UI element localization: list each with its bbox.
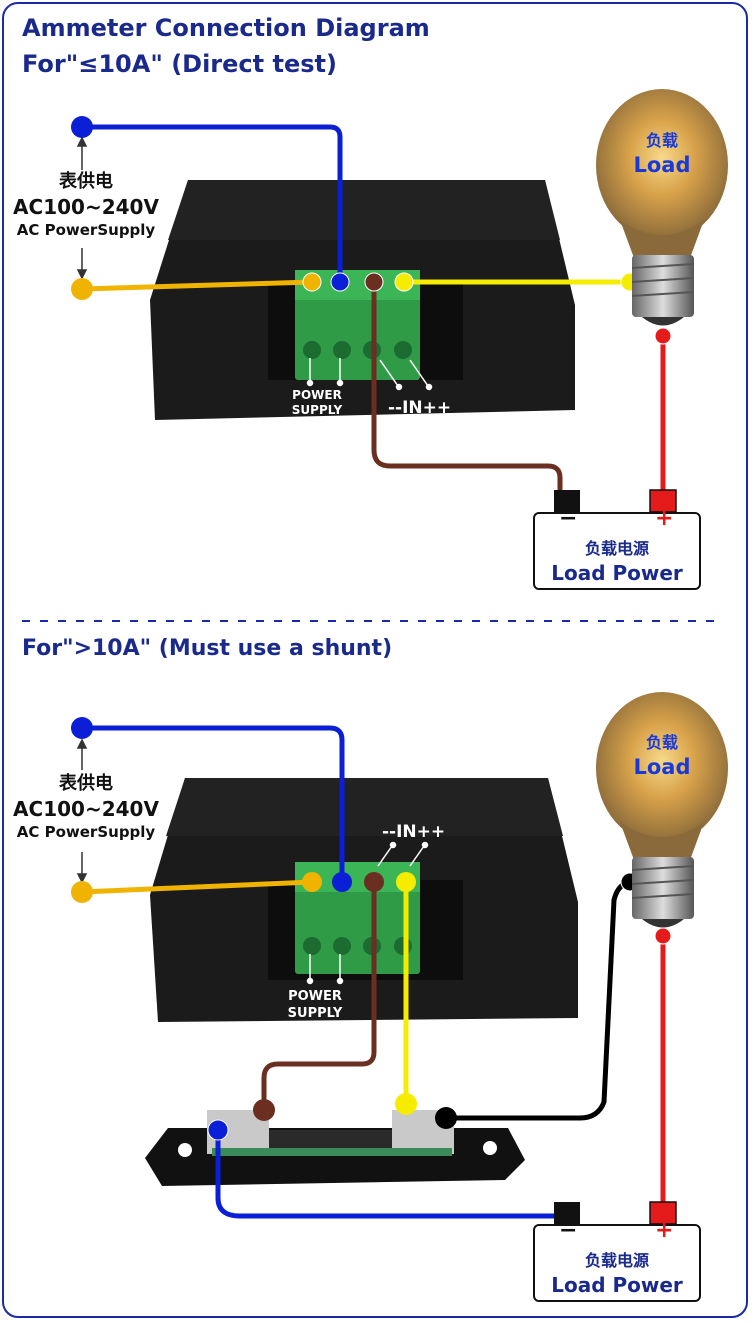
battery-plus-top: + (655, 506, 674, 531)
power-label-bottom: POWER (288, 989, 342, 1004)
load-label-bottom: 负载 Load (612, 732, 712, 780)
supply-arrows-top (76, 136, 88, 280)
load-power-battery-top: − + 负载电源 Load Power (533, 506, 701, 590)
load-en-top: Load (633, 153, 691, 177)
shunt-resistor (145, 1110, 525, 1186)
supply-voltage-top: AC100~240V (13, 195, 159, 219)
power-supply-label-bottom: POWER SUPPLY (278, 988, 352, 1022)
terminal-pointers-bottom (306, 841, 429, 985)
diagram-title: Ammeter Connection Diagram (22, 14, 430, 42)
supply-label-bottom: 表供电 AC100~240V AC PowerSupply (6, 772, 166, 842)
shunt-section-title: For">10A" (Must use a shunt) (22, 636, 393, 661)
direct-test-subtitle: For"≤10A" (Direct test) (22, 50, 337, 78)
power-label-top: POWER (292, 388, 342, 402)
supply-voltage-bottom: AC100~240V (13, 797, 159, 821)
battery-cn-top: 负载电源 (584, 539, 649, 558)
supply-en-bottom: AC PowerSupply (16, 823, 156, 841)
battery-cn-bottom: 负载电源 (584, 1251, 649, 1270)
load-en-bottom: Load (633, 755, 691, 779)
light-bulb-bottom (596, 692, 728, 928)
wires-top (79, 124, 666, 495)
load-cn-bottom: 负载 (645, 733, 678, 752)
battery-minus-top: − (559, 506, 578, 531)
light-bulb-top (596, 89, 728, 326)
load-label-top: 负载 Load (612, 130, 712, 178)
battery-plus-bottom: + (655, 1218, 674, 1243)
load-power-battery-bottom: − + 负载电源 Load Power (533, 1218, 701, 1302)
in-terminal-label-top: --IN++ (388, 398, 452, 418)
terminal-block-top (295, 270, 420, 380)
battery-en-top: Load Power (551, 561, 683, 585)
terminal-pointers-top (306, 358, 433, 391)
battery-terminals-top (554, 489, 677, 513)
power-supply-label-top: POWER SUPPLY (282, 388, 352, 418)
supply-cn-bottom: 表供电 (59, 773, 113, 794)
supply-word-top: SUPPLY (291, 403, 343, 417)
supply-word-bottom: SUPPLY (287, 1006, 343, 1021)
wire-dots-bottom (71, 717, 672, 1141)
battery-terminals-bottom (554, 1201, 677, 1225)
supply-en-top: AC PowerSupply (16, 221, 156, 239)
in-terminal-label-bottom: --IN++ (382, 822, 446, 842)
wire-dots-top (71, 116, 672, 345)
load-cn-top: 负载 (645, 131, 678, 150)
supply-label-top: 表供电 AC100~240V AC PowerSupply (6, 170, 166, 240)
supply-arrows-bottom (76, 738, 88, 884)
battery-minus-bottom: − (559, 1218, 578, 1243)
supply-cn-top: 表供电 (59, 171, 113, 192)
battery-en-bottom: Load Power (551, 1273, 683, 1297)
